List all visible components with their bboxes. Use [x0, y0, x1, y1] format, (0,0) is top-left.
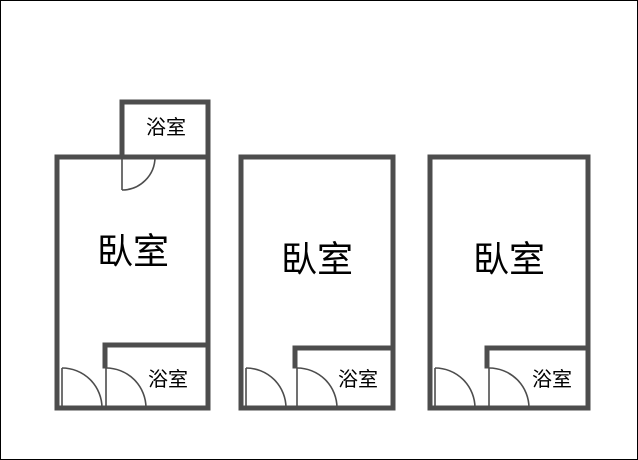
unit3-entry-door-arc: [434, 367, 476, 409]
unit3-bathroom-label: 浴室: [532, 367, 572, 391]
unit3-bedroom-walls: [427, 154, 591, 411]
unit2-bedroom-label: 臥室: [281, 240, 353, 281]
unit1-bottom-bathroom-label: 浴室: [148, 367, 188, 391]
room-labels: 浴室 臥室 浴室 臥室 浴室 臥室 浴室: [97, 115, 572, 391]
unit1-top-bathroom-door-arc: [121, 156, 156, 191]
unit2-entry-door-arc: [245, 367, 287, 409]
unit1-bathroom-door-arc: [105, 367, 147, 409]
unit1-bedroom-label: 臥室: [97, 232, 169, 273]
unit2-bathroom-label: 浴室: [338, 367, 378, 391]
unit1-top-bathroom-label: 浴室: [146, 115, 186, 139]
unit1-bedroom-walls: [54, 154, 211, 411]
unit3-bathroom-door-arc: [488, 367, 530, 409]
unit2-bathroom-door-arc: [296, 367, 338, 409]
unit1-bottom-bathroom-walls: [102, 342, 211, 369]
unit3-bathroom-walls: [484, 345, 591, 369]
unit1-top-bathroom-walls: [119, 99, 211, 160]
doors: [61, 156, 530, 409]
unit2-bathroom-walls: [292, 345, 396, 369]
unit1-entry-door-arc: [61, 367, 103, 409]
unit2-bedroom-walls: [238, 154, 396, 411]
unit3-bedroom-label: 臥室: [473, 240, 545, 281]
walls: [54, 99, 591, 411]
